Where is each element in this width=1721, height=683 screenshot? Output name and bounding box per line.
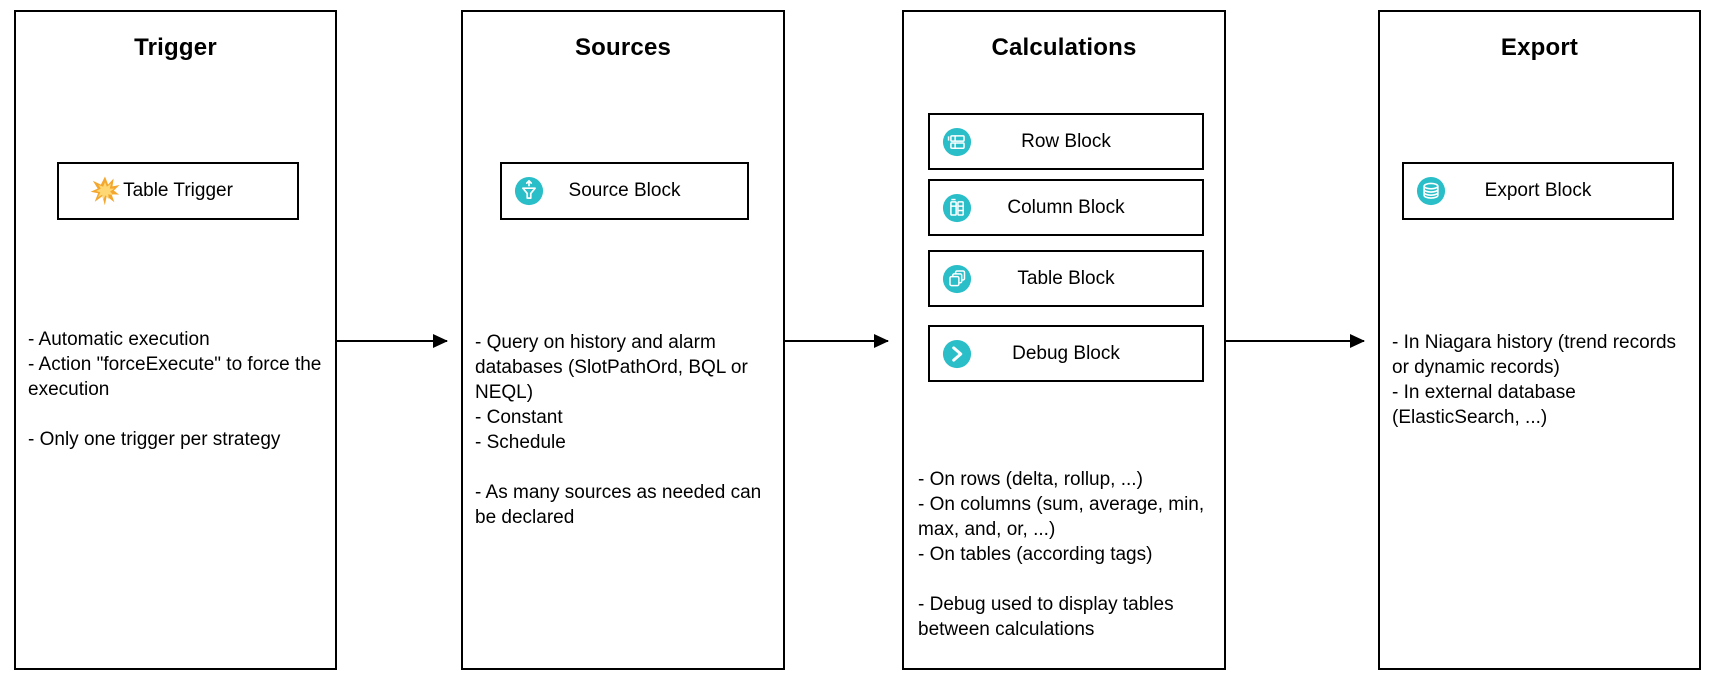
note-line: - Debug used to display tables between c…: [918, 594, 1174, 640]
table-block: Table Block: [928, 250, 1204, 307]
column-sources: Sources Source Block - Query on history …: [461, 10, 785, 670]
source-block: Source Block: [500, 162, 749, 220]
column-grid-icon: [942, 193, 972, 223]
export-block: Export Block: [1402, 162, 1674, 220]
flow-arrow-trigger-to-sources: [337, 334, 448, 348]
note-line: - Query on history and alarm databases (…: [475, 332, 748, 403]
block-label: Export Block: [1484, 180, 1592, 201]
flow-arrow-calculations-to-export: [1226, 334, 1365, 348]
note-line: - On rows (delta, rollup, ...): [918, 469, 1143, 490]
row-block: Row Block: [928, 113, 1204, 170]
block-label: Source Block: [568, 180, 681, 201]
sources-notes: - Query on history and alarm databases (…: [475, 330, 777, 530]
note-line: - Only one trigger per strategy: [28, 429, 281, 450]
column-block: Column Block: [928, 179, 1204, 236]
export-notes: - In Niagara history (trend records or d…: [1392, 330, 1693, 430]
block-label: Table Block: [1017, 267, 1115, 289]
row-grid-icon: [942, 127, 972, 157]
note-line: - As many sources as needed can be decla…: [475, 482, 762, 528]
flow-arrow-sources-to-calculations: [785, 334, 889, 348]
table-trigger-block: Table Trigger: [57, 162, 299, 220]
note-line: - On columns (sum, average, min, max, an…: [918, 494, 1205, 540]
note-line: - In external database (ElasticSearch, .…: [1392, 382, 1576, 428]
column-title-calculations: Calculations: [991, 34, 1137, 61]
funnel-icon: [514, 176, 544, 206]
note-line: - Action "forceExecute" to force the exe…: [28, 354, 322, 400]
column-trigger: Trigger Table Trigger - Automatic execut…: [14, 10, 337, 670]
block-label: Table Trigger: [123, 180, 233, 201]
note-line: - On tables (according tags): [918, 544, 1153, 565]
starburst-icon: [90, 176, 120, 206]
column-title-trigger: Trigger: [134, 34, 217, 61]
block-label: Debug Block: [1012, 342, 1120, 364]
column-title-sources: Sources: [574, 34, 672, 61]
column-export: Export Export Block - In Niagara history…: [1378, 10, 1701, 670]
note-line: - Schedule: [475, 432, 566, 453]
chevron-right-icon: [942, 339, 972, 369]
debug-block: Debug Block: [928, 325, 1204, 382]
note-line: - In Niagara history (trend records or d…: [1392, 332, 1677, 378]
calculations-notes: - On rows (delta, rollup, ...) - On colu…: [918, 467, 1218, 642]
note-line: - Automatic execution: [28, 329, 210, 350]
arrowhead-icon: [874, 334, 889, 348]
note-line: - Constant: [475, 407, 563, 428]
column-calculations: Calculations Row Block: [902, 10, 1226, 670]
arrowhead-icon: [1350, 334, 1365, 348]
arrowhead-icon: [433, 334, 448, 348]
block-label: Column Block: [1007, 196, 1125, 218]
database-icon: [1416, 176, 1446, 206]
stacked-tables-icon: [942, 264, 972, 294]
trigger-notes: - Automatic execution - Action "forceExe…: [28, 327, 329, 452]
block-label: Row Block: [1021, 130, 1111, 152]
column-title-export: Export: [1500, 34, 1579, 61]
